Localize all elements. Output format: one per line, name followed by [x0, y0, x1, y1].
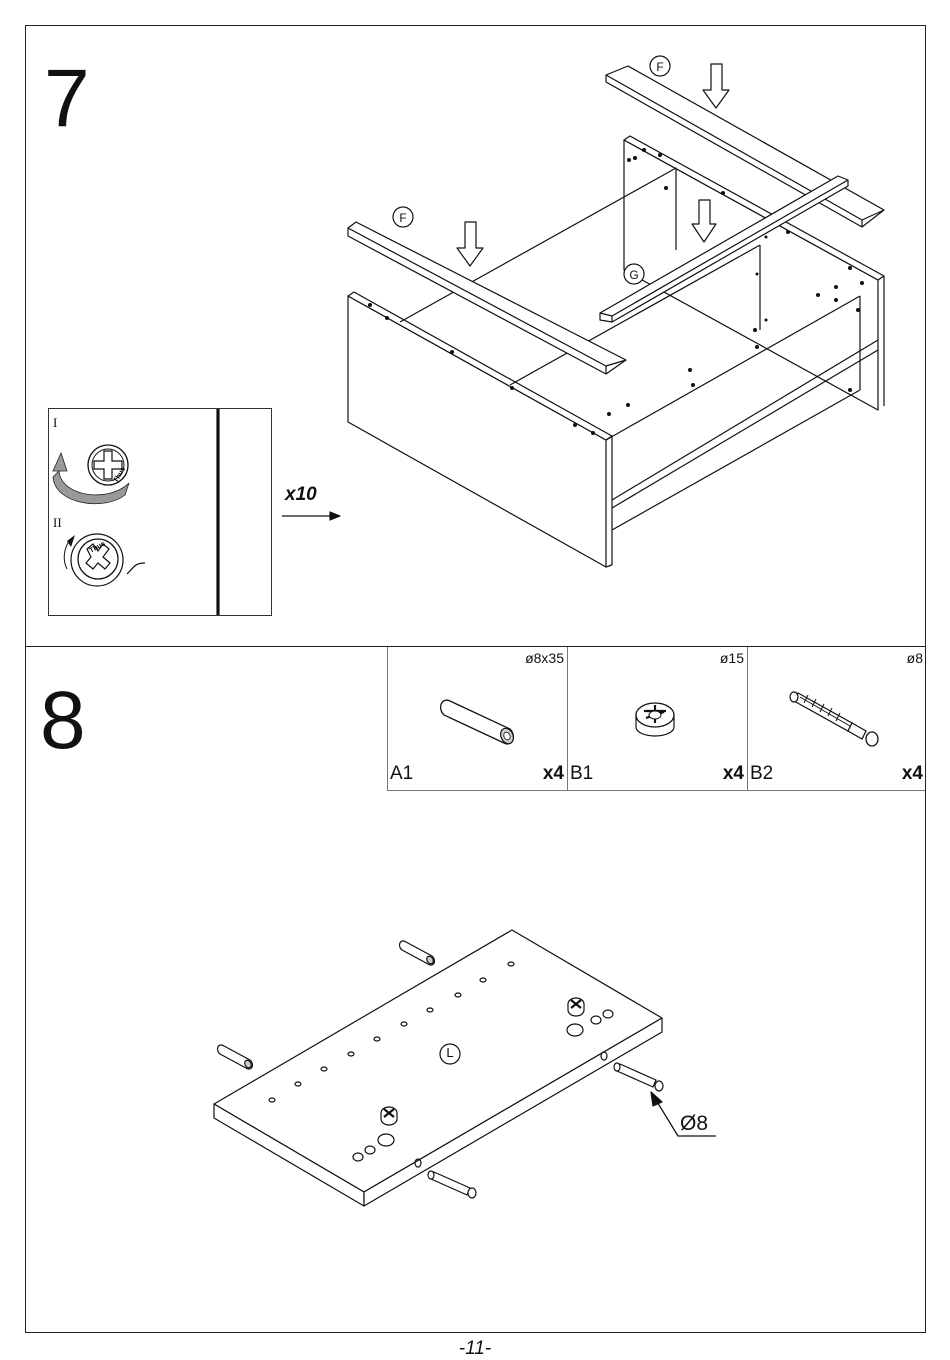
arrow-icon [67, 535, 75, 547]
page-number: -11- [458, 1338, 492, 1359]
cam-lock-icon [567, 997, 585, 1017]
drawer-right-panel [623, 135, 885, 411]
wooden-dowel-icon [440, 699, 515, 745]
cam-lock-icon [87, 444, 129, 486]
hardware-item-b1: ø15 B1 x4 [568, 647, 748, 790]
part-label-circles [392, 55, 671, 285]
hardware-qty: x4 [722, 763, 744, 784]
step-i-label: I [53, 415, 58, 430]
hardware-size: ø15 [719, 650, 744, 666]
cam-bolt-icon [789, 691, 879, 747]
cam-lock-icon [380, 1106, 398, 1126]
rail-f-front [347, 221, 627, 375]
wooden-dowel-icon [216, 1044, 254, 1070]
part-label-f: F [656, 60, 663, 74]
dowel-holes [368, 148, 864, 435]
panel-l [213, 929, 663, 1207]
step-divider [25, 646, 926, 647]
hardware-qty: x4 [542, 763, 564, 784]
screw-quantity: x10 [285, 484, 317, 505]
hardware-size: ø8x35 [525, 650, 564, 666]
down-arrows [456, 63, 730, 267]
cam-lock-icon [70, 533, 124, 587]
part-label-f: F [399, 211, 406, 225]
part-label-circle [439, 1043, 461, 1065]
step-ii-label: II [53, 515, 62, 530]
step-7-number: 7 [44, 53, 90, 144]
down-arrow-icon [456, 221, 484, 267]
hardware-code: B1 [570, 763, 594, 784]
drawer-front-shelf [605, 295, 879, 531]
screw-instruction-box: I II Thus Thus [48, 408, 272, 616]
panel-holes [268, 961, 614, 1168]
hardware-qty: x4 [901, 763, 923, 784]
wooden-dowel-icon [398, 940, 436, 966]
quantity-arrow-icon [282, 511, 341, 521]
hardware-table: ø8x35 A1 x4 ø15 B1 x4 ø8 [387, 647, 925, 791]
part-label-g: G [629, 268, 638, 282]
hardware-item-b2: ø8 B2 x4 [748, 647, 926, 790]
hole-diameter-callout: Ø8 [680, 1112, 709, 1135]
hardware-code: A1 [390, 763, 414, 784]
down-arrow-icon [691, 199, 717, 243]
screw-tighten-diagram: Thus Thus [52, 409, 220, 615]
hardware-size: ø8 [906, 650, 923, 666]
part-label-l: L [446, 1045, 454, 1060]
cam-lock-icon [635, 702, 675, 737]
down-arrow-icon [702, 63, 730, 109]
hardware-code: B2 [750, 763, 774, 784]
hardware-item-a1: ø8x35 A1 x4 [388, 647, 568, 790]
rail-g-center [599, 175, 849, 323]
step-7-drawer-diagram: F F G [282, 55, 885, 568]
step-8-number: 8 [40, 675, 86, 766]
cam-bolt-icon [427, 1170, 477, 1199]
page-frame [25, 25, 926, 1333]
callout-arrow-icon [650, 1091, 716, 1137]
cam-bolt-icon [613, 1062, 664, 1092]
rotate-arrow-icon [52, 470, 130, 505]
drawer-back-panel [399, 167, 761, 386]
drawer-left-panel [347, 291, 613, 568]
